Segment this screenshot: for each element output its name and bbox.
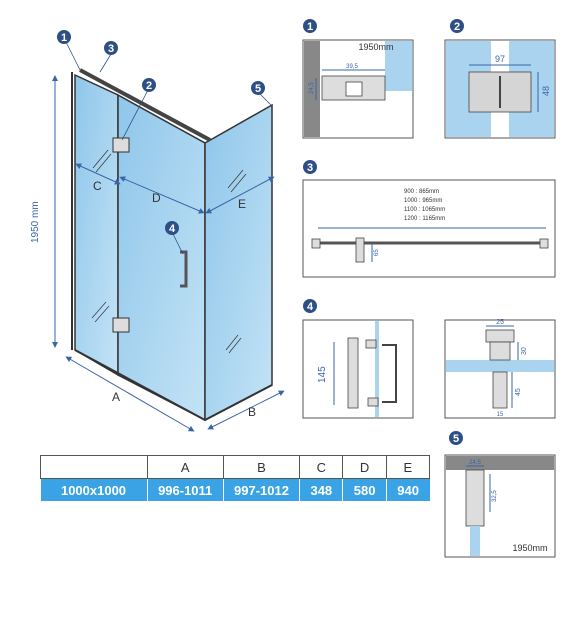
- table-header-cell: C: [299, 455, 344, 479]
- shower-enclosure: 1950 mm A B C D E: [30, 41, 285, 432]
- table-row: 1000x1000 996-1011 997-1012 348 580 940: [40, 478, 430, 501]
- hinge-bottom: [112, 317, 130, 333]
- svg-text:97: 97: [495, 54, 505, 64]
- svg-text:30: 30: [521, 347, 528, 355]
- door-panel: [117, 93, 206, 422]
- detail-3-badge: 3: [303, 160, 317, 174]
- svg-text:24,5: 24,5: [309, 82, 315, 94]
- detail-5-badge: 5: [449, 431, 463, 445]
- svg-text:1: 1: [61, 32, 67, 44]
- svg-text:39,5: 39,5: [346, 64, 358, 70]
- svg-text:1000 : 965mm: 1000 : 965mm: [404, 198, 442, 204]
- table-header-cell: D: [342, 455, 387, 479]
- detail-5: 5 24,5 32,5 1950mm: [444, 431, 556, 558]
- main-badge-5: 5: [251, 81, 265, 95]
- main-badge-1: 1: [57, 30, 71, 44]
- detail-1: 1 1950mm 39,5 24,5: [302, 19, 414, 139]
- svg-text:5: 5: [255, 83, 261, 95]
- table-header-row: A B C D E: [40, 455, 431, 479]
- door-handle: [180, 250, 188, 288]
- main-badge-2: 2: [142, 78, 156, 92]
- svg-text:3: 3: [307, 162, 313, 174]
- detail-2-badge: 2: [450, 19, 464, 33]
- side-panel: [204, 103, 273, 422]
- table-header-cell: [40, 455, 148, 479]
- svg-text:1100 : 1065mm: 1100 : 1065mm: [404, 207, 445, 213]
- stabilizer-bar: [79, 68, 211, 142]
- label-a: A: [112, 390, 120, 404]
- svg-text:3: 3: [108, 43, 114, 55]
- table-cell-b: 997-1012: [222, 478, 300, 501]
- height-label: 1950 mm: [30, 201, 41, 243]
- detail-1-badge: 1: [303, 19, 317, 33]
- svg-text:4: 4: [169, 223, 176, 235]
- svg-text:1950mm: 1950mm: [358, 42, 393, 52]
- svg-text:45: 45: [515, 388, 522, 396]
- svg-text:2: 2: [146, 80, 152, 92]
- svg-text:1950mm: 1950mm: [512, 543, 547, 553]
- svg-text:65: 65: [374, 249, 380, 256]
- main-badge-4: 4: [165, 221, 179, 235]
- detail-4-handle: 4 145: [302, 299, 414, 419]
- detail-2: 2 97 48: [444, 19, 556, 139]
- table-header-cell: B: [222, 455, 301, 479]
- svg-text:5: 5: [453, 433, 459, 445]
- table-header-cell: E: [385, 455, 431, 479]
- table-cell-c: 348: [299, 478, 343, 501]
- svg-text:24,5: 24,5: [469, 460, 481, 466]
- svg-text:15: 15: [497, 412, 504, 418]
- table-header-cell: A: [146, 455, 224, 479]
- table-cell-a: 996-1011: [146, 478, 224, 501]
- detail-4-section: 25 30 45 15: [444, 319, 556, 419]
- svg-text:4: 4: [307, 301, 314, 313]
- svg-text:32,5: 32,5: [492, 490, 498, 502]
- label-b: B: [248, 405, 256, 419]
- svg-text:2: 2: [454, 21, 460, 33]
- svg-text:1200 : 1165mm: 1200 : 1165mm: [404, 216, 445, 222]
- label-d: D: [152, 191, 161, 205]
- svg-text:900 : 865mm: 900 : 865mm: [404, 189, 439, 195]
- main-badge-3: 3: [104, 41, 118, 55]
- svg-text:25: 25: [496, 319, 504, 326]
- svg-text:1: 1: [307, 21, 313, 33]
- table-cell-d: 580: [342, 478, 387, 501]
- svg-text:145: 145: [317, 366, 328, 383]
- fixed-panel: [74, 73, 119, 377]
- spec-table: A B C D E 1000x1000 996-1011 997-1012 34…: [40, 455, 431, 501]
- hinge-top: [112, 137, 130, 153]
- label-c: C: [93, 179, 102, 193]
- svg-text:48: 48: [541, 86, 551, 96]
- table-cell-size: 1000x1000: [40, 478, 148, 501]
- detail-3: 3 900 : 865mm 1000 : 965mm 1100 : 1065mm…: [302, 160, 556, 278]
- detail-4-badge: 4: [303, 299, 317, 313]
- table-cell-e: 940: [385, 478, 430, 501]
- label-e: E: [238, 197, 246, 211]
